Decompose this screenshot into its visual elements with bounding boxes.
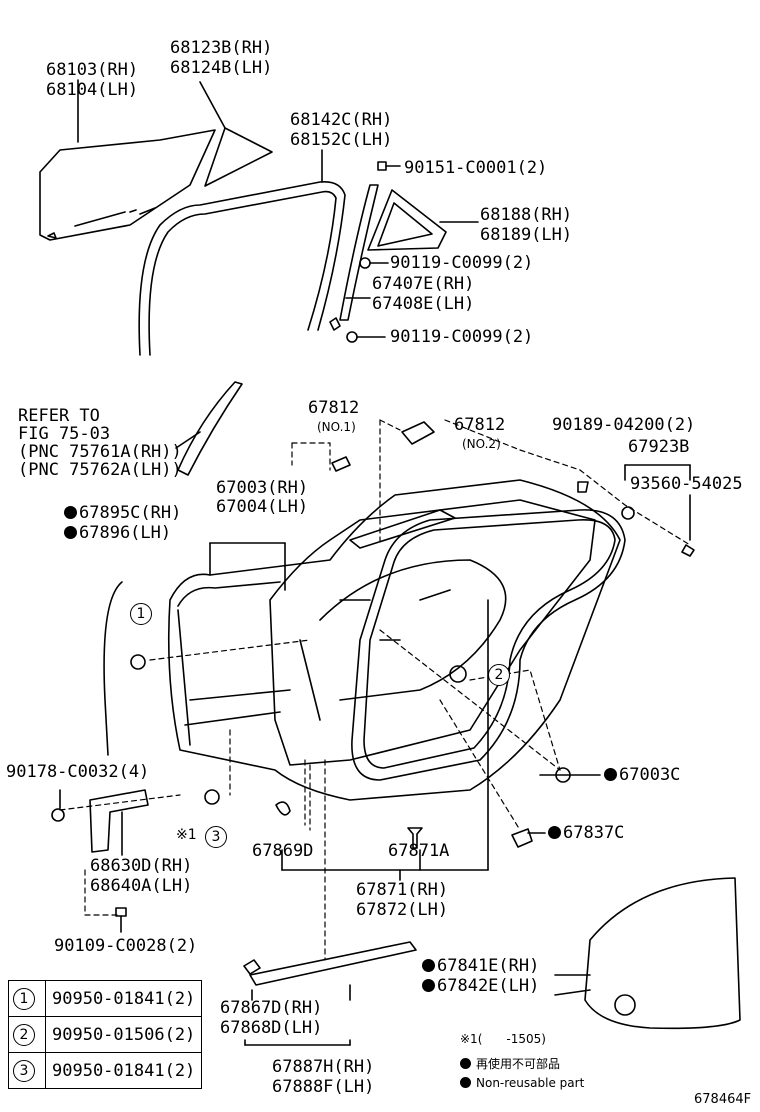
- label-68104: 68104(LH): [46, 80, 139, 100]
- label-90178: 90178-C0032(4): [6, 762, 150, 782]
- legend-part: 90950-01841(2): [44, 1052, 203, 1089]
- refer-line-2: FIG 75-03: [18, 424, 111, 444]
- label-67895c: 67895C(RH): [64, 503, 181, 523]
- label-90119-b: 90119-C0099(2): [390, 327, 534, 347]
- label-68630d: 68630D(RH): [90, 856, 193, 876]
- scuff-plate-shape: [249, 941, 417, 986]
- label-90119-a: 90119-C0099(2): [390, 253, 534, 273]
- label-67837c: 67837C: [548, 823, 624, 843]
- non-reusable-dot-icon: [604, 768, 617, 781]
- label-67887h: 67887H(RH): [272, 1057, 375, 1077]
- label-67003: 67003(RH): [216, 478, 309, 498]
- non-reusable-dot-icon: [548, 826, 561, 839]
- run-channel-shape: [138, 180, 346, 356]
- legend-part: 90950-01506(2): [44, 1016, 203, 1053]
- note-date-range: ※1( -1505): [460, 1032, 546, 1046]
- note-mark-1: ※1: [176, 827, 197, 843]
- note-jp: 再使用不可部品: [460, 1057, 560, 1071]
- quarter-glass-shape: [204, 127, 273, 187]
- legend-row: 3 90950-01841(2): [8, 1052, 203, 1089]
- label-90189: 90189-04200(2): [552, 415, 696, 435]
- note-en: Non-reusable part: [460, 1076, 584, 1090]
- non-reusable-dot-icon: [64, 506, 77, 519]
- service-hole-cover-shape: [584, 877, 741, 1030]
- label-68188: 68188(RH): [480, 205, 573, 225]
- label-67408e: 67408E(LH): [372, 294, 475, 314]
- label-67871: 67871(RH): [356, 880, 449, 900]
- weatherstrip-shape: [351, 509, 626, 781]
- label-68124b: 68124B(LH): [170, 58, 273, 78]
- label-90151: 90151-C0001(2): [404, 158, 548, 178]
- non-reusable-dot-icon: [460, 1077, 471, 1088]
- non-reusable-dot-icon: [64, 526, 77, 539]
- label-67842e: 67842E(LH): [422, 976, 539, 996]
- label-67896: 67896(LH): [64, 523, 171, 543]
- legend-callout-3: 3: [13, 1059, 35, 1082]
- legend-row: 1 90950-01841(2): [8, 980, 203, 1017]
- callout-legend-table: 1 90950-01841(2) 2 90950-01506(2) 3 9095…: [8, 980, 203, 1089]
- label-68142c: 68142C(RH): [290, 110, 393, 130]
- label-90109: 90109-C0028(2): [54, 936, 198, 956]
- refer-line-4: (PNC 75762A(LH)): [18, 460, 182, 480]
- label-67004: 67004(LH): [216, 497, 309, 517]
- label-68189: 68189(LH): [480, 225, 573, 245]
- label-68640a: 68640A(LH): [90, 876, 193, 896]
- label-67812-no2-sub: (NO.2): [462, 437, 501, 451]
- refer-line-3: (PNC 75761A(RH)): [18, 442, 182, 462]
- label-67812-no1-sub: (NO.1): [317, 420, 356, 434]
- label-68103: 68103(RH): [46, 60, 139, 80]
- non-reusable-dot-icon: [422, 979, 435, 992]
- label-67812-no1: 67812: [308, 398, 360, 418]
- label-67868d: 67868D(LH): [220, 1018, 323, 1038]
- label-67869d: 67869D: [252, 841, 314, 861]
- legend-part: 90950-01841(2): [44, 980, 203, 1017]
- label-93560: 93560-54025: [630, 474, 743, 494]
- callout-2: 2: [488, 664, 510, 686]
- legend-callout-1: 1: [13, 987, 35, 1010]
- label-67923b: 67923B: [628, 437, 690, 457]
- refer-line-1: REFER TO: [18, 406, 100, 426]
- door-panel-outer: [167, 479, 621, 801]
- label-68152c: 68152C(LH): [290, 130, 393, 150]
- division-bar-shape: [339, 184, 379, 321]
- legend-callout-2: 2: [13, 1023, 35, 1046]
- callout-1: 1: [130, 603, 152, 625]
- label-67003c: 67003C: [604, 765, 680, 785]
- non-reusable-dot-icon: [422, 959, 435, 972]
- non-reusable-dot-icon: [460, 1058, 471, 1069]
- label-67867d: 67867D(RH): [220, 998, 323, 1018]
- label-67812-no2: 67812: [454, 415, 506, 435]
- legend-row: 2 90950-01506(2): [8, 1016, 203, 1053]
- label-67841e: 67841E(RH): [422, 956, 539, 976]
- label-67888f: 67888F(LH): [272, 1077, 375, 1097]
- label-67871a: 67871A: [388, 841, 450, 861]
- corner-glass-shape: [367, 189, 447, 251]
- callout-3: 3: [205, 826, 227, 848]
- label-67872: 67872(LH): [356, 900, 449, 920]
- door-inner-panel: [269, 499, 596, 766]
- door-glass-shape: [39, 129, 216, 241]
- label-68123b: 68123B(RH): [170, 38, 273, 58]
- figure-id: 678464F: [694, 1092, 752, 1107]
- label-67407e: 67407E(RH): [372, 274, 475, 294]
